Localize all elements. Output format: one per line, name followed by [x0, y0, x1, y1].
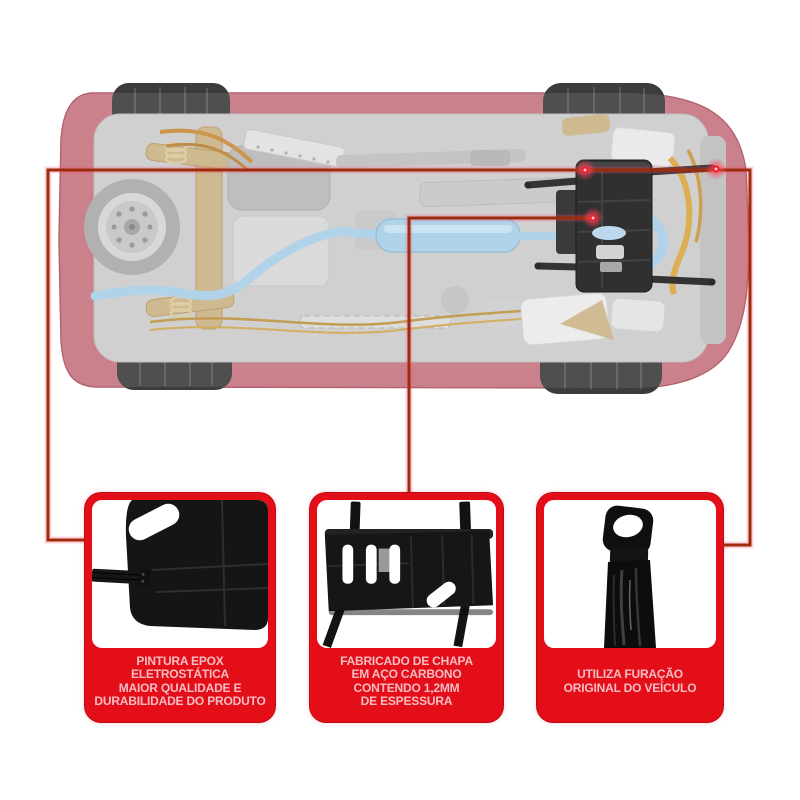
feature-label: FABRICADO DE CHAPA EM AÇO CARBONO CONTEN… [340, 653, 473, 708]
callout-dot [705, 158, 727, 180]
feature-photo-plate-corner [92, 500, 268, 648]
callout-dots [574, 158, 727, 229]
feature-label: UTILIZA FURAÇÃO ORIGINAL DO VEÍCULO [563, 667, 697, 695]
feature-label: PINTURA EPOX ELETROSTÁTICA MAIOR QUALIDA… [94, 653, 266, 708]
feature-card-carbon-steel: FABRICADO DE CHAPA EM AÇO CARBONO CONTEN… [310, 493, 503, 722]
front-subframe [520, 114, 703, 346]
photo-fade-overlay [59, 93, 749, 388]
fuel-lines [149, 128, 563, 334]
feature-photo-plate-front [317, 500, 496, 648]
callout-dot [582, 207, 604, 229]
callout-dot [574, 159, 596, 181]
feature-card-epoxy-paint: PINTURA EPOX ELETROSTÁTICA MAIOR QUALIDA… [85, 493, 275, 722]
feature-card-original-holes: UTILIZA FURAÇÃO ORIGINAL DO VEÍCULO [537, 493, 723, 722]
spare-tire [84, 179, 180, 275]
feature-photo-bracket-arm [544, 500, 716, 648]
callout-connectors [44, 166, 754, 549]
